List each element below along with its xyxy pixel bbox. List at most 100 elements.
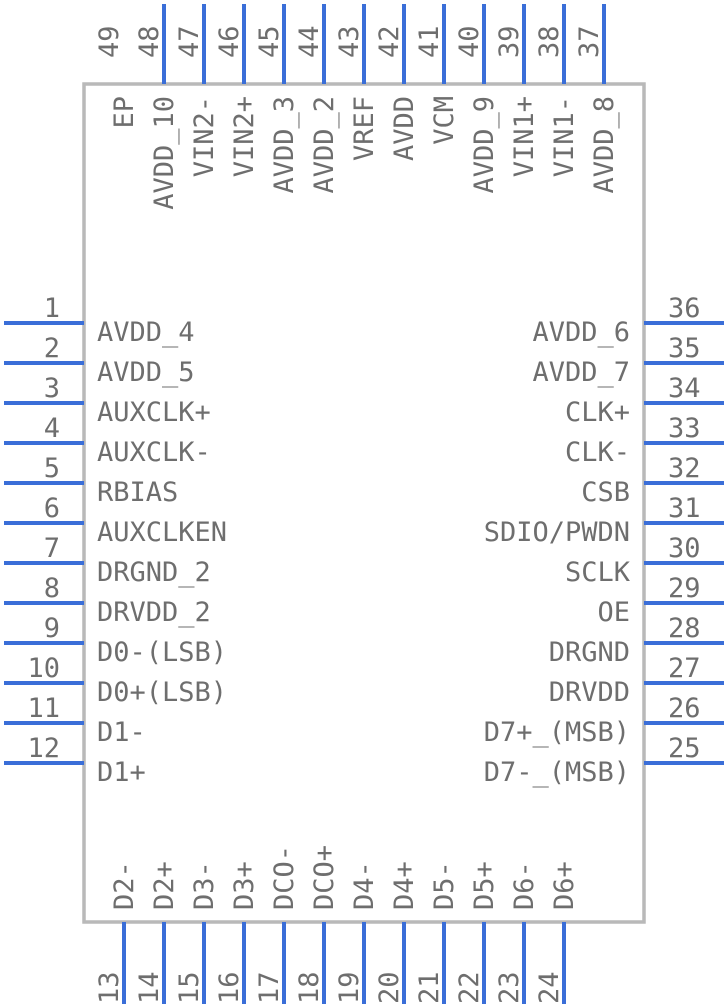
pin-number: 5 [44, 453, 60, 484]
pin-label: D0-(LSB) [97, 637, 227, 668]
pin-number: 40 [454, 25, 485, 58]
pin-number: 4 [44, 413, 60, 444]
pin-number: 38 [534, 25, 565, 58]
pin-number: 37 [574, 25, 605, 58]
pin-label: DRGND [549, 637, 630, 668]
pin-label: D2- [109, 861, 140, 910]
pin-label: D2+ [149, 861, 180, 910]
pin-number: 21 [414, 971, 445, 1004]
pin-label: D5+ [469, 861, 500, 910]
pin-number: 23 [494, 971, 525, 1004]
pin-number: 33 [668, 413, 701, 444]
pin-label: VCM [429, 96, 460, 145]
pin-label: D4- [349, 861, 380, 910]
pin-label: D1- [97, 717, 146, 748]
pin-label: AVDD_5 [97, 357, 195, 388]
bottom-pin-group: 13D2-14D2+15D3-16D3+17DCO-18DCO+19D4-20D… [94, 845, 580, 1004]
pin-label: AVDD_4 [97, 317, 195, 348]
pin-label: CLK+ [565, 397, 630, 428]
pin-9: 9D0-(LSB) [4, 613, 227, 668]
pin-number: 13 [94, 971, 125, 1004]
pin-label: D3+ [229, 861, 260, 910]
pin-number: 3 [44, 373, 60, 404]
pin-label: D3- [189, 861, 220, 910]
pin-label: SDIO/PWDN [484, 517, 630, 548]
pin-number: 22 [454, 971, 485, 1004]
pin-label: D0+(LSB) [97, 677, 227, 708]
pin-number: 10 [27, 653, 60, 684]
pin-number: 34 [668, 373, 701, 404]
pin-number: 9 [44, 613, 60, 644]
pin-label: D1+ [97, 757, 146, 788]
pin-label: OE [597, 597, 630, 628]
pin-label: AVDD_8 [589, 96, 620, 194]
pin-label: VIN2- [189, 96, 220, 177]
pin-number: 16 [214, 971, 245, 1004]
pin-label: AVDD_3 [269, 96, 300, 194]
pin-label: DRGND_2 [97, 557, 211, 588]
pin-label: AVDD_10 [149, 96, 180, 210]
pin-label: D6+ [549, 861, 580, 910]
pin-number: 46 [214, 25, 245, 58]
pin-number: 49 [94, 25, 125, 58]
pin-number: 11 [27, 693, 60, 724]
pin-number: 39 [494, 25, 525, 58]
pin-number: 35 [668, 333, 701, 364]
pin-label: D7+_(MSB) [484, 717, 630, 748]
pin-number: 12 [27, 733, 60, 764]
pin-number: 28 [668, 613, 701, 644]
pin-number: 25 [668, 733, 701, 764]
pin-label: SCLK [565, 557, 631, 588]
pin-label: RBIAS [97, 477, 178, 508]
pin-label: VREF [349, 96, 380, 161]
pin-number: 8 [44, 573, 60, 604]
right-pin-group: 36AVDD_635AVDD_734CLK+33CLK-32CSB31SDIO/… [484, 293, 724, 788]
pin-22: 22 D5+ [454, 861, 500, 1004]
pin-number: 26 [668, 693, 701, 724]
pin-number: 44 [294, 25, 325, 58]
pin-number: 1 [44, 293, 60, 324]
pin-number: 42 [374, 25, 405, 58]
pin-number: 43 [334, 25, 365, 58]
pin-label: D4+ [389, 861, 420, 910]
pin-number: 45 [254, 25, 285, 58]
pin-label: AVDD_7 [532, 357, 630, 388]
pin-label: DRVDD [549, 677, 630, 708]
pin-number: 31 [668, 493, 701, 524]
pin-label: DCO- [269, 845, 300, 910]
